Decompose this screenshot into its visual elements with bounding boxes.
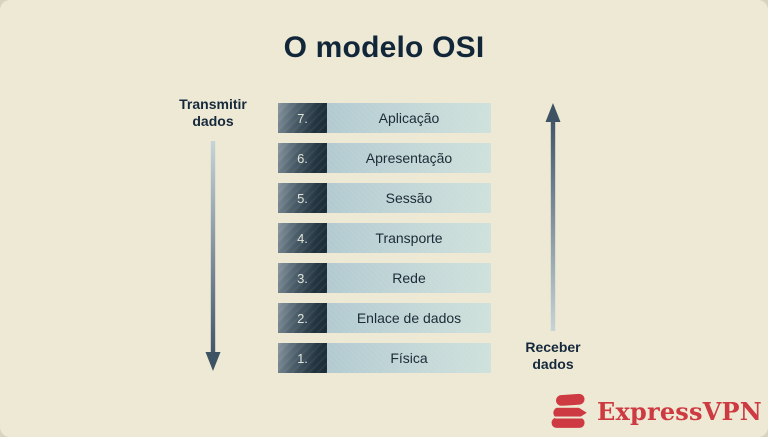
layer-number: 3. <box>278 263 327 293</box>
layer-row-fisica: 1. Física <box>278 343 491 373</box>
transmit-label-line2: dados <box>192 113 234 129</box>
receive-label-line1: Receber <box>525 339 581 355</box>
layer-row-sessao: 5. Sessão <box>278 183 491 213</box>
layer-number: 5. <box>278 183 327 213</box>
layer-row-apresentacao: 6. Apresentação <box>278 143 491 173</box>
layer-label: Aplicação <box>327 103 491 133</box>
layer-number: 2. <box>278 303 327 333</box>
up-arrow-icon <box>545 103 561 331</box>
expressvpn-logo: ExpressVPN <box>548 392 762 430</box>
layer-label: Transporte <box>327 223 491 253</box>
layer-row-transporte: 4. Transporte <box>278 223 491 253</box>
layer-label: Enlace de dados <box>327 303 491 333</box>
layer-label: Física <box>327 343 491 373</box>
expressvpn-wordmark: ExpressVPN <box>597 396 762 426</box>
expressvpn-burger-icon <box>551 393 587 428</box>
receive-label: Receber dados <box>498 339 608 373</box>
receive-label-line2: dados <box>532 356 574 372</box>
page-title: O modelo OSI <box>283 31 485 64</box>
layer-label: Rede <box>327 263 491 293</box>
osi-layer-stack: 7. Aplicação 6. Apresentação 5. Sessão 4… <box>278 103 491 373</box>
layer-number: 7. <box>278 103 327 133</box>
layer-number: 6. <box>278 143 327 173</box>
layer-row-aplicacao: 7. Aplicação <box>278 103 491 133</box>
layer-row-rede: 3. Rede <box>278 263 491 293</box>
layer-number: 1. <box>278 343 327 373</box>
layer-label: Apresentação <box>327 143 491 173</box>
down-arrow-icon <box>205 141 221 371</box>
transmit-label: Transmitir dados <box>158 96 268 130</box>
layer-label: Sessão <box>327 183 491 213</box>
layer-row-enlace-de-dados: 2. Enlace de dados <box>278 303 491 333</box>
layer-number: 4. <box>278 223 327 253</box>
transmit-label-line1: Transmitir <box>179 96 247 112</box>
